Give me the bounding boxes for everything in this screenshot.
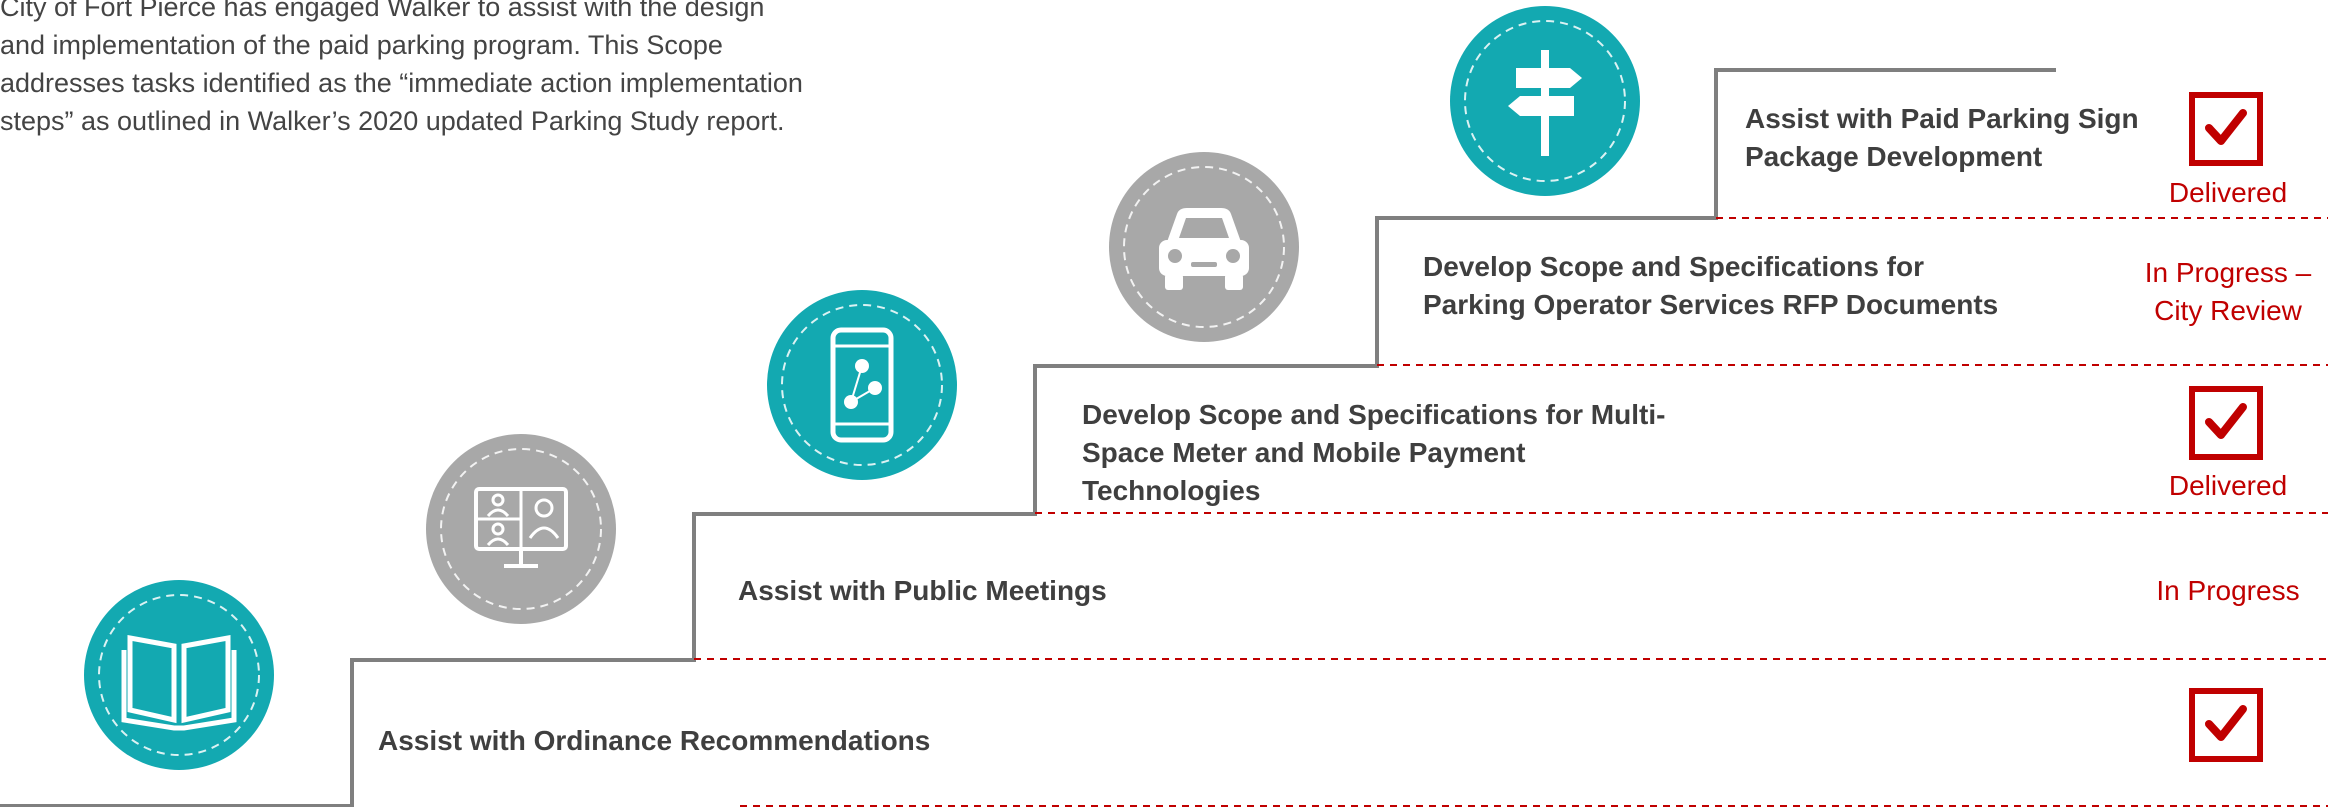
step2-status: In Progress: [2156, 575, 2300, 606]
checkmark-icon: [2205, 403, 2247, 439]
step5-status: Delivered: [2168, 177, 2288, 208]
intro-paragraph: City of Fort Pierce has engaged Walker t…: [0, 0, 803, 136]
step-line: [0, 68, 2056, 807]
step4-status: In Progress – City Review: [2144, 257, 2312, 326]
signpost-icon: [1464, 20, 1626, 182]
car-icon: [1123, 166, 1285, 328]
checkmark-icon: [2205, 705, 2247, 741]
step2-icon-circle: [426, 434, 616, 624]
step3-icon-circle: [767, 290, 957, 480]
checkmark-icon: [2205, 109, 2247, 145]
open-book-icon: [98, 594, 260, 756]
step4-task-label: Develop Scope and Specifications for Par…: [1423, 251, 1999, 320]
step1-icon-circle: [84, 580, 274, 770]
step2-task-label: Assist with Public Meetings: [738, 575, 1107, 606]
step3-status: Delivered: [2168, 470, 2288, 501]
step5-delivered-check: [2189, 92, 2263, 166]
step5-icon-circle: [1450, 6, 1640, 196]
step1-delivered-check: [2189, 688, 2263, 762]
step4-icon-circle: [1109, 152, 1299, 342]
step3-task-label: Develop Scope and Specifications for Mul…: [1082, 399, 1666, 506]
step3-delivered-check: [2189, 386, 2263, 460]
mobile-phone-icon: [781, 304, 943, 466]
step1-task-label: Assist with Ordinance Recommendations: [378, 725, 931, 756]
step5-task-label: Assist with Paid Parking Sign Package De…: [1745, 103, 2139, 172]
video-meeting-icon: [440, 448, 602, 610]
